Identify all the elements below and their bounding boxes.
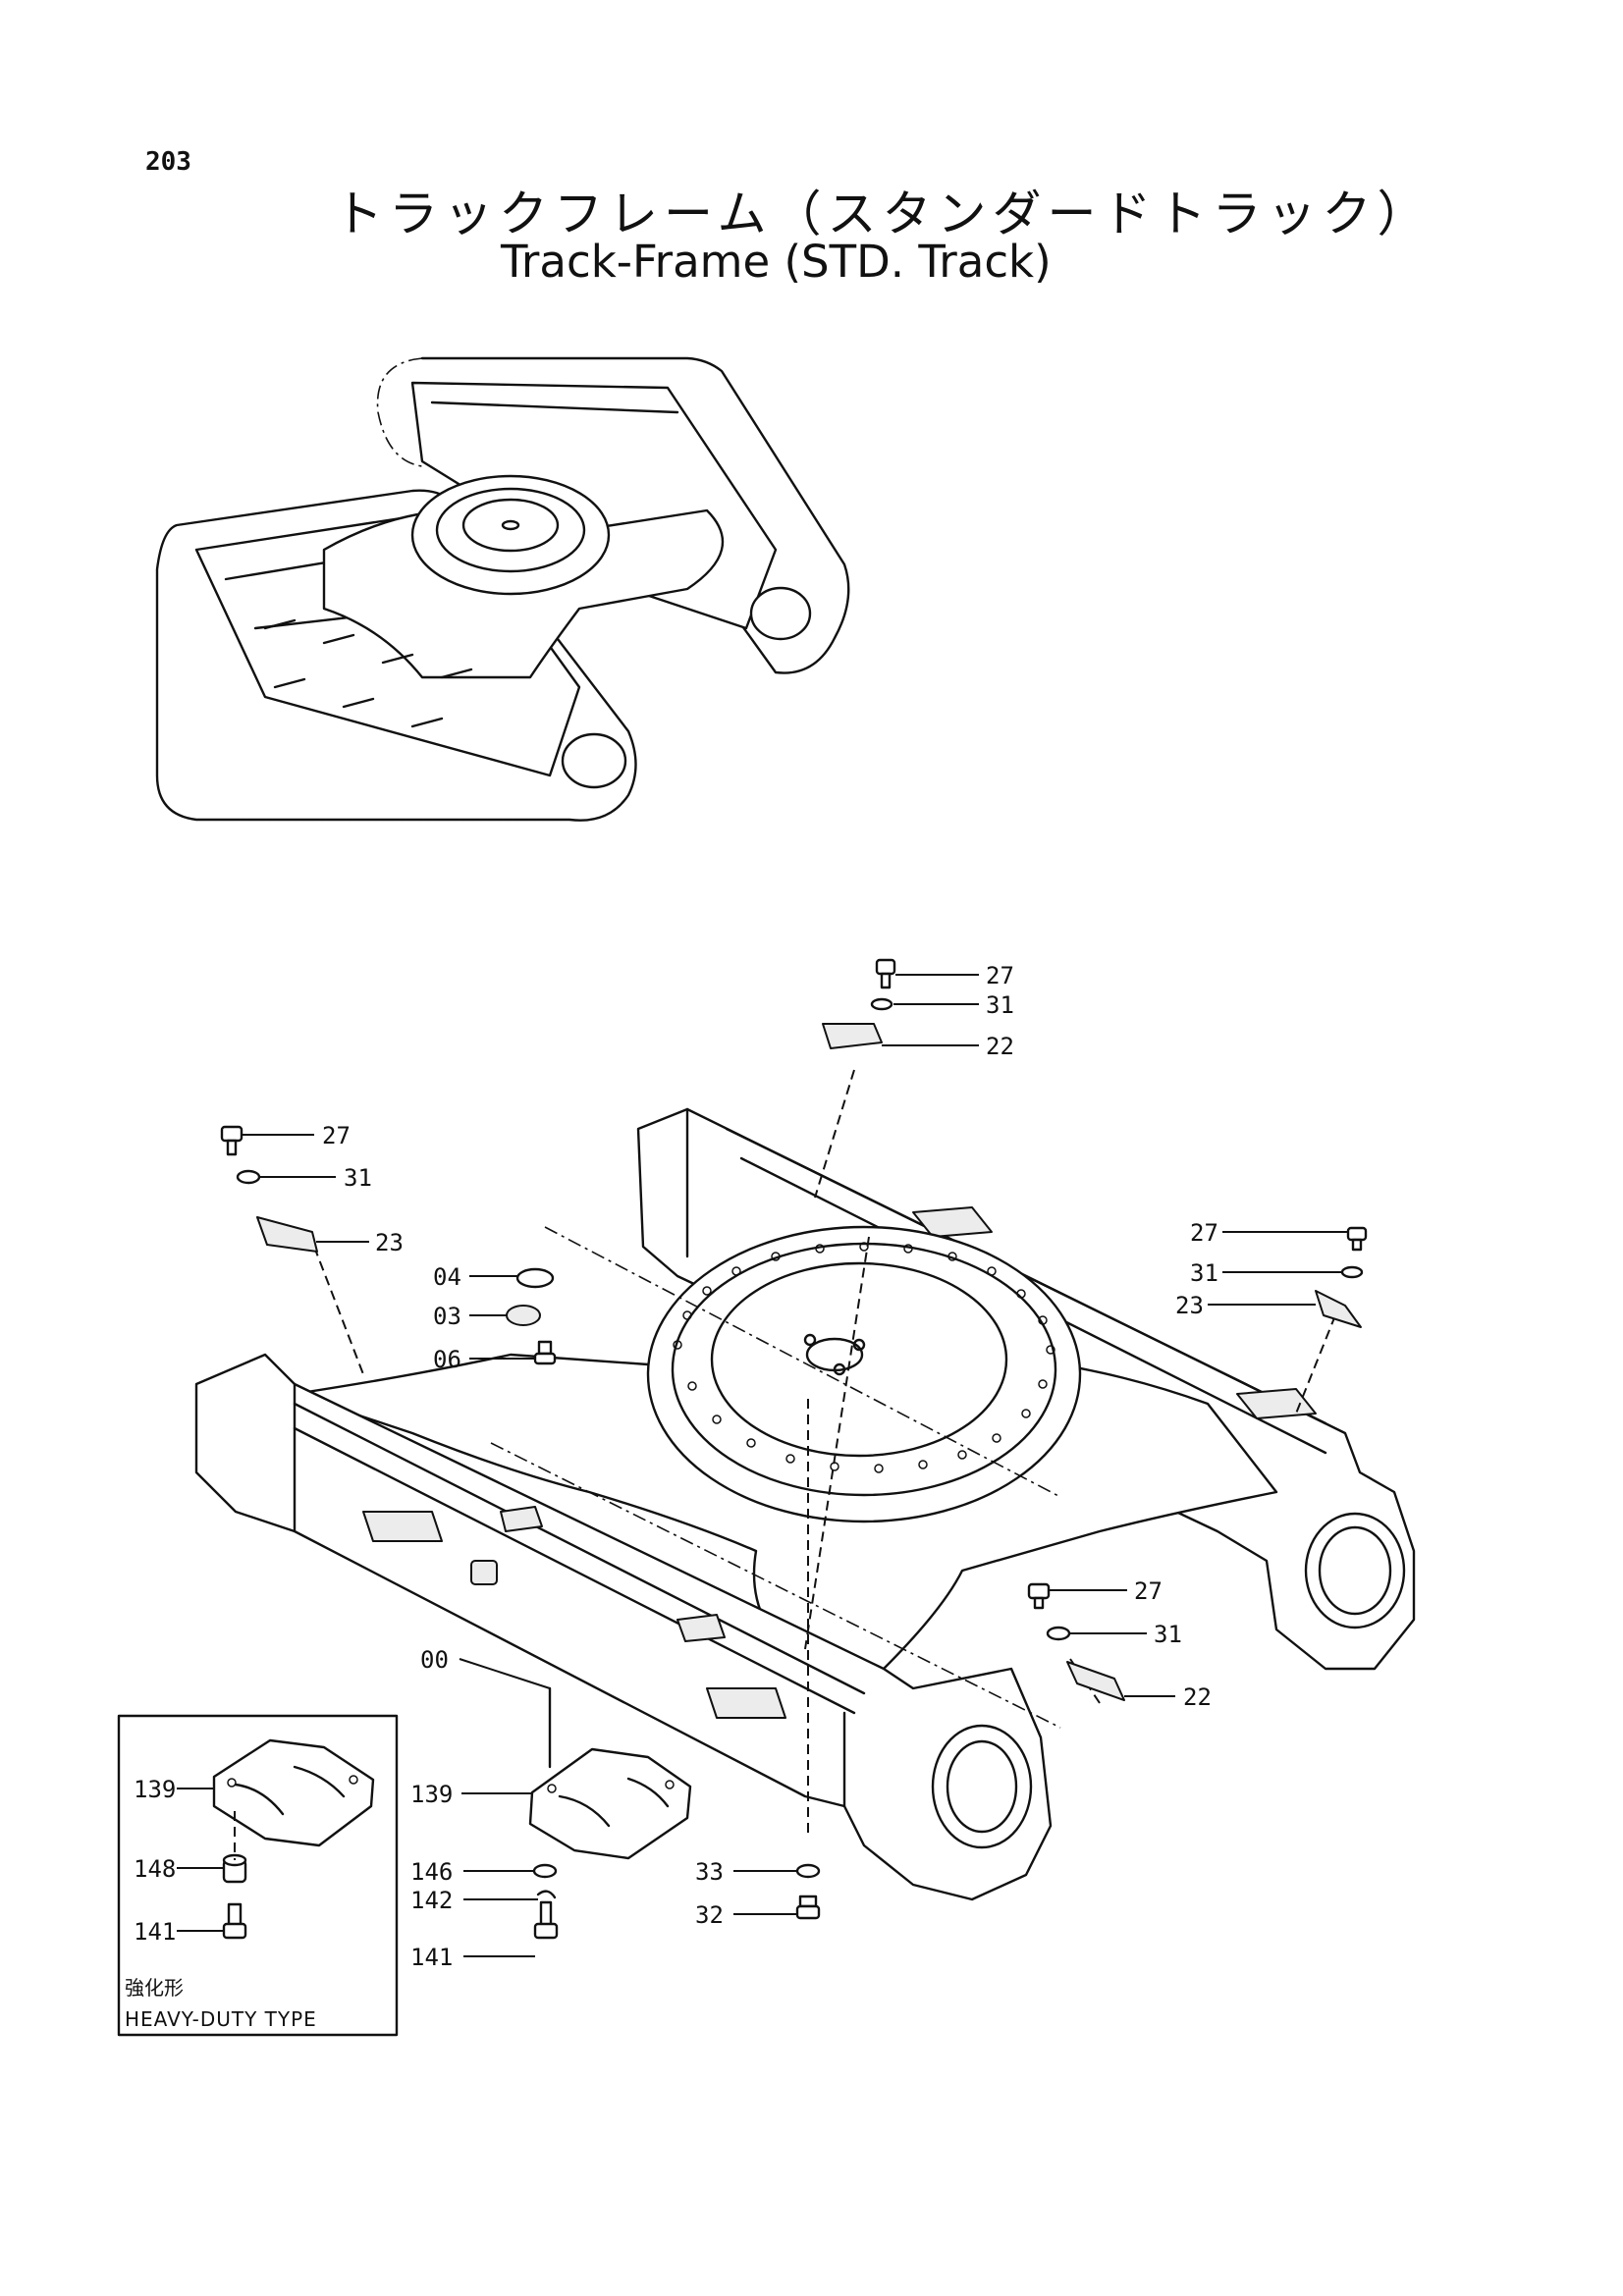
inset-callout-148: 148 xyxy=(134,1855,176,1883)
washer-31-left xyxy=(236,1169,261,1185)
callout-23-left: 23 xyxy=(375,1229,404,1256)
title-english: Track-Frame (STD. Track) xyxy=(501,236,1052,288)
bolt-32 xyxy=(795,1895,821,1920)
washer-33 xyxy=(795,1863,821,1879)
callout-27-top: 27 xyxy=(986,962,1014,989)
guard-23-left xyxy=(256,1216,318,1253)
callout-22-rear: 22 xyxy=(1183,1683,1212,1711)
callout-27-right: 27 xyxy=(1190,1219,1218,1247)
guard-22-rear xyxy=(1066,1661,1125,1701)
callout-27-left: 27 xyxy=(322,1122,351,1149)
inset-bolt-141 xyxy=(222,1902,247,1940)
washer-31-top xyxy=(870,997,893,1011)
inset-cap-139 xyxy=(212,1738,375,1847)
guard-23-right xyxy=(1315,1290,1362,1328)
callout-numbers: 27 31 22 27 31 23 04 03 06 27 31 23 27 3… xyxy=(322,962,1218,1971)
page-number: 203 xyxy=(145,147,191,177)
plate-04 xyxy=(515,1267,555,1289)
inset-label-japanese: 強化形 xyxy=(125,1976,184,2000)
bolt-27-right xyxy=(1346,1226,1368,1252)
inset-label-english: HEAVY-DUTY TYPE xyxy=(125,2007,317,2031)
lockwasher-142 xyxy=(536,1890,557,1899)
callout-22-top: 22 xyxy=(986,1033,1014,1060)
inset-callout-139: 139 xyxy=(134,1776,176,1803)
callout-23-right: 23 xyxy=(1175,1292,1204,1319)
washer-146 xyxy=(532,1863,558,1879)
callout-06: 06 xyxy=(433,1346,461,1373)
callout-31-rear: 31 xyxy=(1154,1621,1182,1648)
title-japanese: トラックフレーム（スタンダードトラック） xyxy=(334,186,1433,242)
turntable-bolt-holes xyxy=(673,1242,1055,1473)
overview-track-frame-illustration xyxy=(155,356,850,822)
callout-00: 00 xyxy=(420,1646,449,1674)
callout-31-top: 31 xyxy=(986,991,1014,1019)
callout-27-rear: 27 xyxy=(1134,1577,1163,1605)
bolt-27-left xyxy=(220,1125,243,1156)
callout-146: 146 xyxy=(410,1858,453,1886)
callout-32: 32 xyxy=(695,1901,724,1929)
washer-31-right xyxy=(1340,1265,1364,1279)
plate-03 xyxy=(506,1305,541,1326)
heavy-duty-inset: 139 148 141 強化形 HEAVY-DUTY TYPE xyxy=(117,1714,399,2037)
cap-139-main xyxy=(528,1747,692,1860)
guard-22-top xyxy=(822,1023,883,1049)
leader-lines xyxy=(242,974,1348,1957)
callout-142: 142 xyxy=(410,1887,453,1914)
callout-141: 141 xyxy=(410,1944,453,1971)
track-frame-main xyxy=(194,1069,1416,1901)
inset-frame xyxy=(117,1714,399,2037)
callout-31-left: 31 xyxy=(344,1164,372,1192)
bolt-27-top xyxy=(875,958,896,989)
callout-04: 04 xyxy=(433,1263,461,1291)
callout-139: 139 xyxy=(410,1781,453,1808)
inset-callout-141: 141 xyxy=(134,1918,176,1946)
inset-spacer-148 xyxy=(222,1853,247,1884)
bolt-141-main xyxy=(533,1900,559,1940)
washer-31-rear xyxy=(1046,1626,1071,1641)
bolt-06 xyxy=(533,1340,557,1365)
callout-33: 33 xyxy=(695,1858,724,1886)
bolt-27-rear xyxy=(1027,1582,1051,1610)
callout-31-right: 31 xyxy=(1190,1259,1218,1287)
callout-03: 03 xyxy=(433,1303,461,1330)
